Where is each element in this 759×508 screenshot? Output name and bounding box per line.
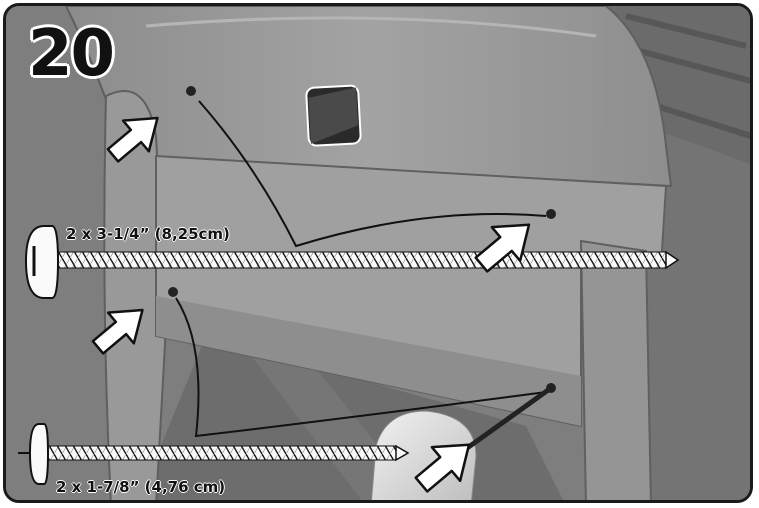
step2-logo bbox=[306, 85, 361, 146]
step-number: 20 bbox=[28, 22, 113, 86]
short-screw-label: 2 x 1-7/8” (4,76 cm) bbox=[56, 478, 225, 496]
right-upright bbox=[581, 241, 651, 503]
illustration-frame: 20 2 x 3-1/4” (8,25cm) 2 x 1-7/8” (4,76 … bbox=[3, 3, 753, 503]
hole-top-right bbox=[546, 209, 556, 219]
hole-mid-left bbox=[168, 287, 178, 297]
hole-top-left bbox=[186, 86, 196, 96]
assembly-scene bbox=[6, 6, 753, 503]
long-screw-label: 2 x 3-1/4” (8,25cm) bbox=[66, 225, 230, 243]
